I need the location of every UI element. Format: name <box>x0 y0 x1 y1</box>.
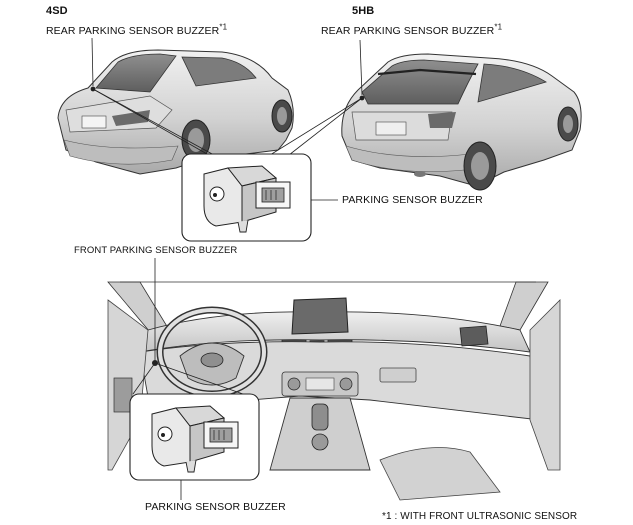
hatchback-model-label: 5HB <box>352 5 375 17</box>
front-buzzer-label: FRONT PARKING SENSOR BUZZER <box>74 245 238 256</box>
sedan-bumper <box>63 139 179 165</box>
hatch-side-window <box>477 63 547 103</box>
parking-buzzer-label-top: PARKING SENSOR BUZZER <box>342 194 483 206</box>
bottom-detail-box <box>129 393 260 481</box>
hatchback-illustration <box>341 53 582 191</box>
sedan-taillight <box>112 110 150 126</box>
sedan-side-window <box>181 56 257 87</box>
footnote: *1 : WITH FRONT ULTRASONIC SENSOR <box>382 511 578 522</box>
hatch-plate <box>375 121 407 136</box>
sedan-model-label: 4SD <box>46 5 68 17</box>
sedan-leader-line <box>91 37 94 87</box>
sedan-plate <box>81 115 107 129</box>
hatch-taillight <box>428 112 456 128</box>
hatch-rear-window <box>361 59 479 105</box>
rear-buzzer-label-4sd: REAR PARKING SENSOR BUZZER*1 <box>46 22 228 37</box>
sedan-illustration <box>57 49 294 175</box>
parking-buzzer-label-bottom: PARKING SENSOR BUZZER <box>145 501 286 513</box>
dashboard-illustration <box>107 281 561 501</box>
sedan-rear-window <box>95 53 177 93</box>
hatch-leader-line <box>359 39 363 96</box>
top-detail-box <box>181 153 312 242</box>
rear-buzzer-label-5hb: REAR PARKING SENSOR BUZZER*1 <box>321 22 503 37</box>
hatch-spoiler <box>377 68 477 76</box>
